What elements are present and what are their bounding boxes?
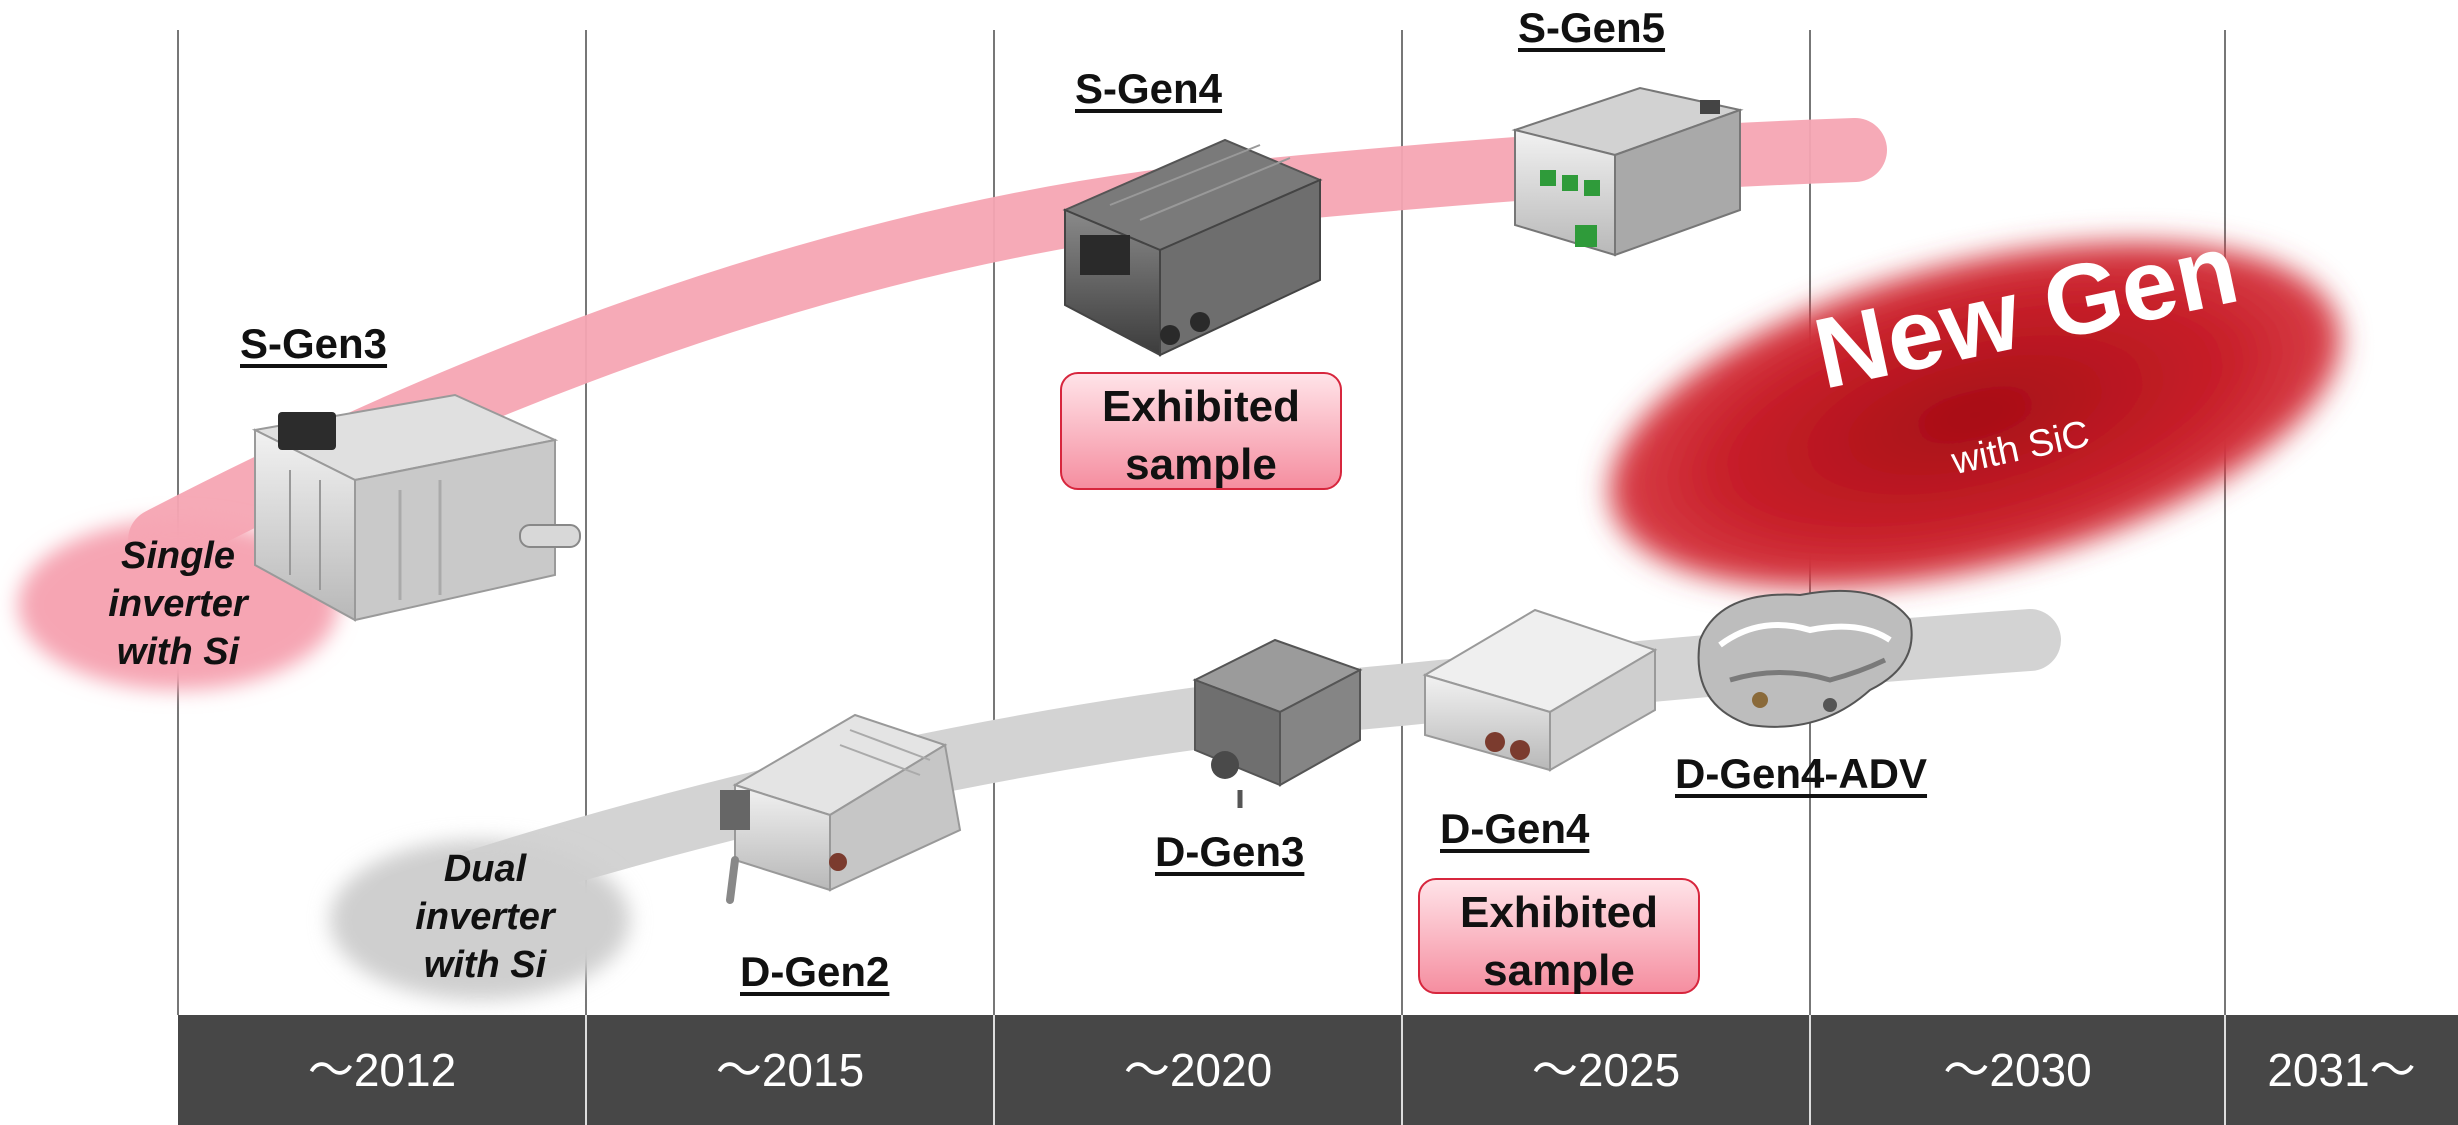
s-gen4-label: S-Gen4	[1075, 65, 1223, 112]
d-gen4-unit-image	[1422, 608, 1658, 772]
year-label: ～2025	[1531, 1044, 1681, 1096]
d-gen3-label: D-Gen3	[1155, 828, 1305, 875]
single-inverter-label: Single inverter with Si	[108, 535, 248, 673]
d-gen2-label: D-Gen2	[740, 948, 890, 995]
year-label: ～2020	[1123, 1044, 1273, 1096]
badge-line-1: Exhibited	[1459, 888, 1659, 937]
s-gen3-label: S-Gen3	[240, 320, 388, 367]
dual-category-blob	[330, 840, 630, 1000]
d-gen4-exhibited-badge: Exhibited sample	[1418, 878, 1700, 995]
year-bar	[178, 1015, 2458, 1125]
year-label: ～2030	[1943, 1044, 2092, 1096]
badge-line-2: sample	[1483, 946, 1635, 995]
year-label: 2031～	[2267, 1044, 2416, 1096]
dual-inverter-label: Dual inverter with Si	[415, 848, 555, 986]
d-gen2-unit-image	[720, 713, 962, 904]
badge-line-2: sample	[1125, 440, 1277, 489]
d-gen4-adv-label: D-Gen4-ADV	[1675, 750, 1928, 797]
badge-line-1: Exhibited	[1101, 382, 1301, 431]
s-gen5-unit-image	[1511, 86, 1744, 257]
s-gen5-label: S-Gen5	[1518, 4, 1666, 51]
s-gen4-exhibited-badge: Exhibited sample	[1060, 372, 1342, 490]
s-gen4-unit-image	[1062, 138, 1323, 357]
s-gen3-unit-image	[251, 393, 581, 622]
d-gen4-adv-unit-image	[1697, 589, 1913, 728]
year-label: ～2015	[715, 1044, 865, 1096]
d-gen4-label: D-Gen4	[1440, 805, 1590, 852]
year-label: ～2012	[307, 1044, 457, 1096]
new-gen-blob	[1609, 241, 2341, 589]
d-gen3-unit-image	[1192, 638, 1363, 808]
